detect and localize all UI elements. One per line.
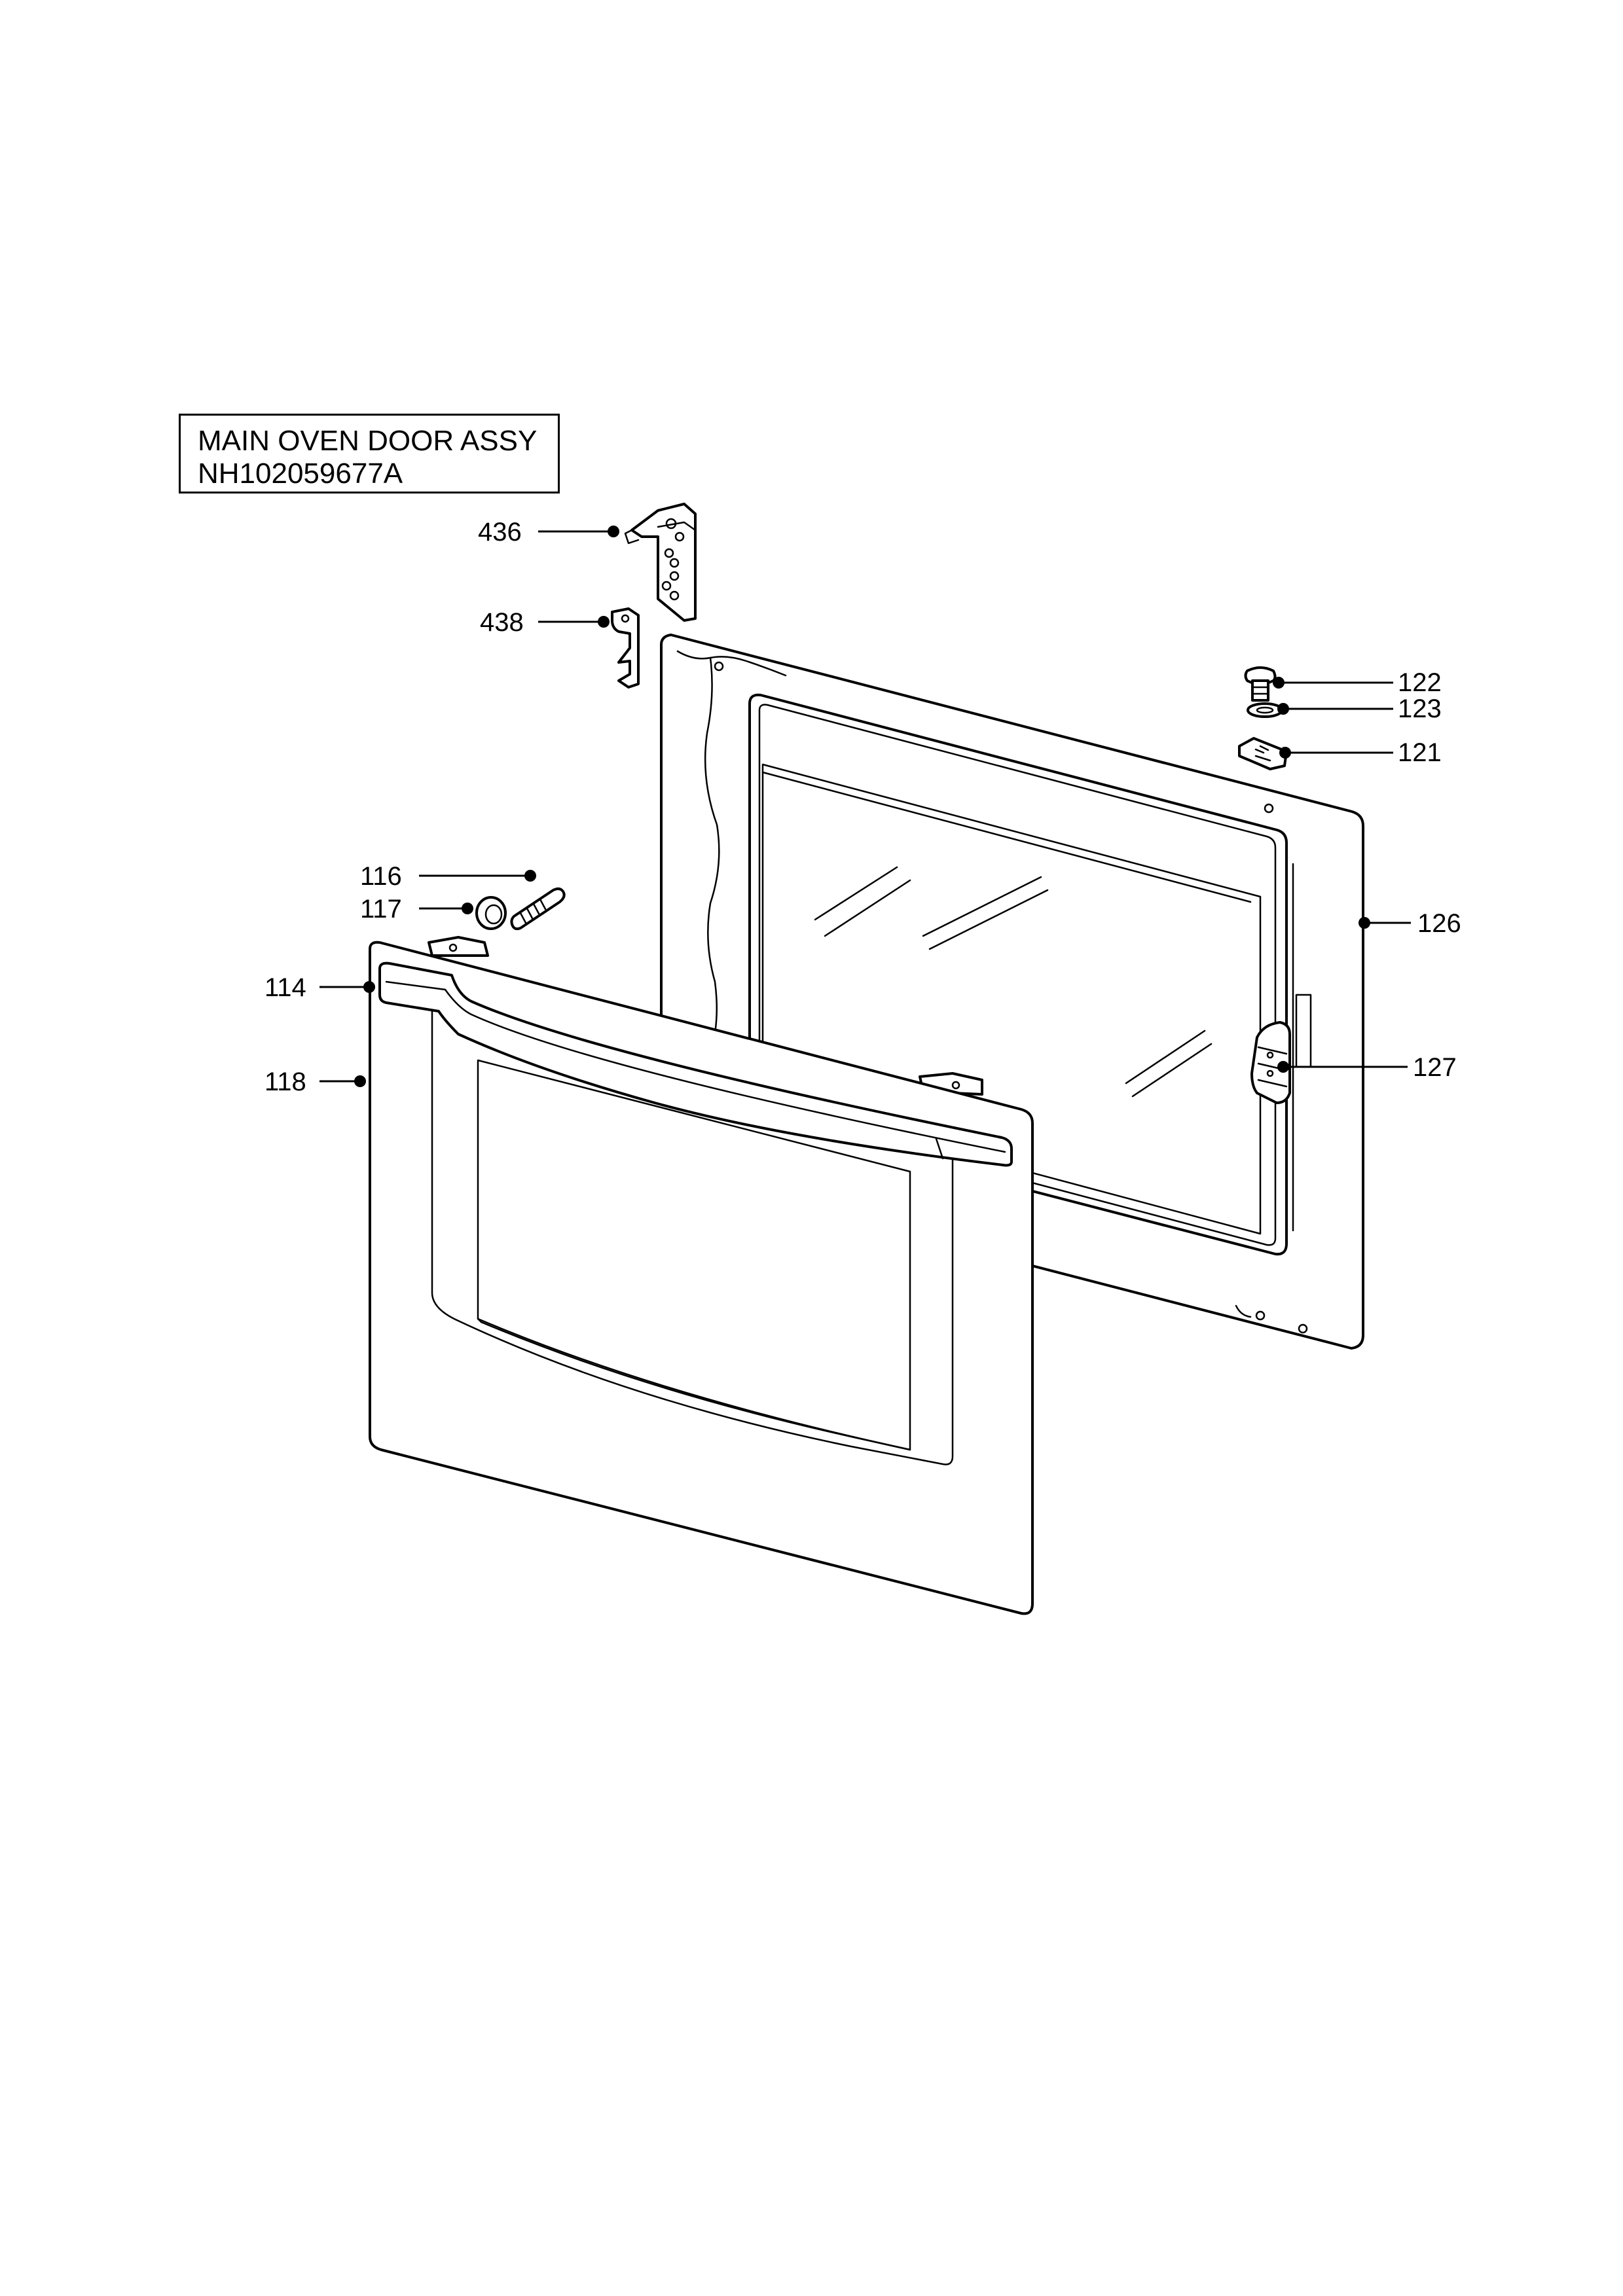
hinge-bracket-436 — [624, 503, 697, 622]
callout-label-438: 438 — [480, 608, 524, 637]
callout-label-121: 121 — [1398, 738, 1442, 767]
callout-label-126: 126 — [1417, 909, 1461, 938]
title-box: MAIN OVEN DOOR ASSY NH102059677A — [179, 414, 560, 493]
leader-dot — [524, 870, 536, 882]
leader-dot — [363, 981, 375, 993]
door-handle — [378, 961, 1013, 1167]
callout-117: 117 — [360, 895, 473, 924]
callout-label-436: 436 — [478, 518, 522, 547]
leader-dot — [462, 903, 473, 914]
leader-dot — [1277, 703, 1289, 715]
callout-label-127: 127 — [1413, 1053, 1457, 1082]
spacer-117 — [475, 896, 507, 930]
leader-dot — [1277, 1061, 1289, 1073]
callout-label-118: 118 — [264, 1067, 306, 1096]
callout-114: 114 — [264, 973, 375, 1002]
leader-dot — [598, 616, 610, 628]
callout-label-114: 114 — [264, 973, 306, 1002]
callout-118: 118 — [264, 1067, 366, 1096]
screw-116 — [510, 887, 566, 931]
screw-122 — [1244, 666, 1277, 702]
callout-121: 121 — [1279, 738, 1442, 767]
assembly-title: MAIN OVEN DOOR ASSY — [198, 425, 538, 457]
leader-dot — [354, 1075, 366, 1087]
callout-126: 126 — [1359, 909, 1461, 938]
leader-dot — [1279, 747, 1291, 759]
leader-dot — [1273, 677, 1285, 689]
clip-121 — [1238, 737, 1288, 770]
callout-127: 127 — [1277, 1053, 1457, 1082]
callout-438: 438 — [480, 608, 610, 637]
part-number: NH102059677A — [198, 457, 403, 490]
callout-label-117: 117 — [360, 895, 402, 924]
leader-dot — [608, 526, 619, 537]
leader-dot — [1359, 917, 1370, 929]
handle-bracket-127 — [1250, 1021, 1291, 1104]
callout-label-116: 116 — [360, 862, 402, 891]
callout-label-122: 122 — [1398, 668, 1442, 697]
callout-122: 122 — [1273, 668, 1442, 697]
hinge-bracket-438 — [611, 607, 640, 689]
callout-label-123: 123 — [1398, 694, 1442, 723]
washer-123 — [1247, 702, 1283, 718]
callout-116: 116 — [360, 862, 536, 891]
callout-123: 123 — [1277, 694, 1442, 723]
callout-436: 436 — [478, 518, 619, 547]
